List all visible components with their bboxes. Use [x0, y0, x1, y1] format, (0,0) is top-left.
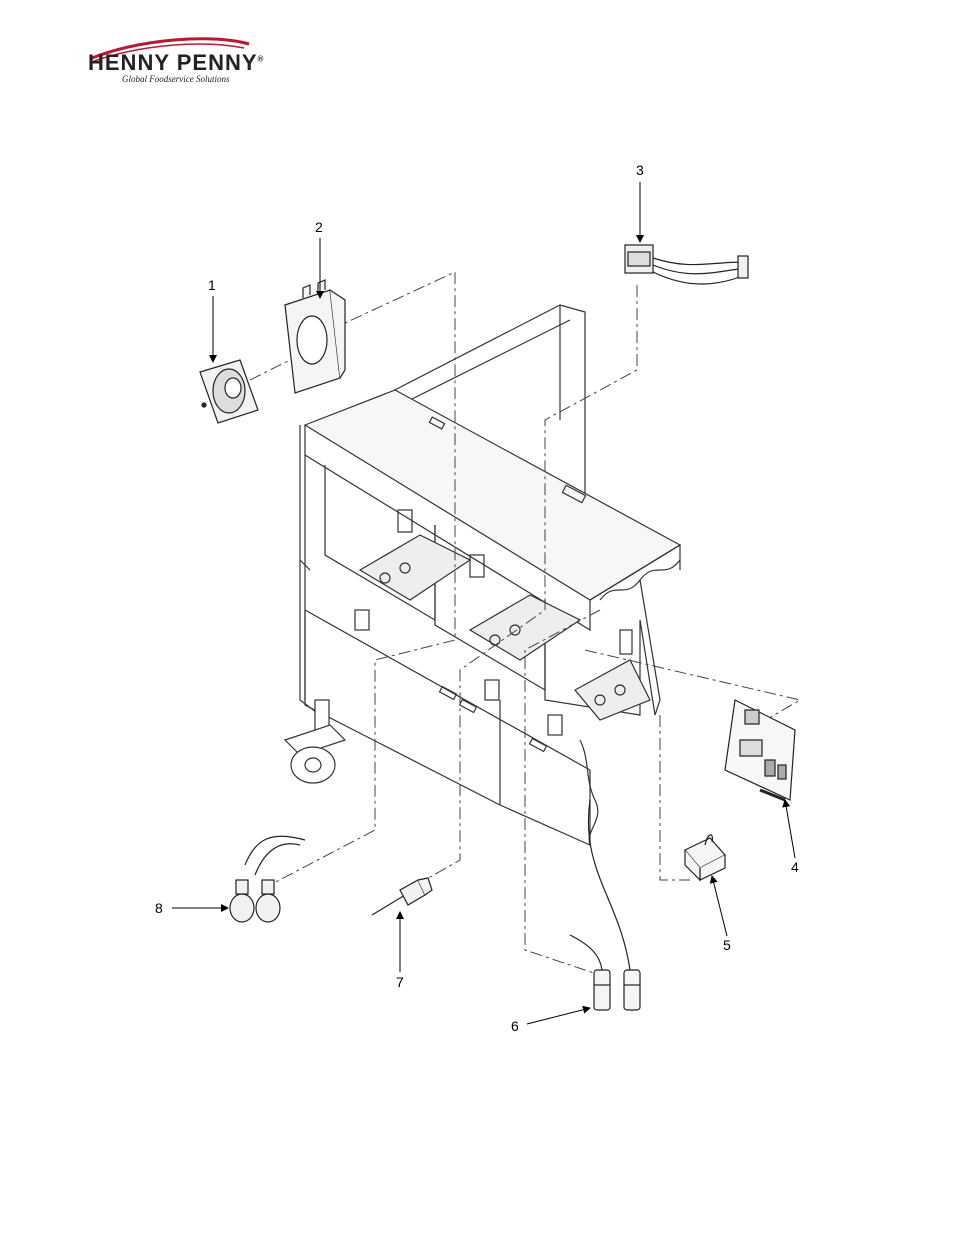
- callout-label-2: 2: [315, 219, 323, 235]
- callout-label-5: 5: [723, 937, 731, 953]
- callout-5: 5: [712, 876, 731, 953]
- temperature-probe-part: [372, 878, 432, 915]
- callout-label-1: 1: [208, 277, 216, 293]
- callout-6: 6: [511, 1008, 590, 1034]
- callout-7: 7: [396, 912, 404, 990]
- control-board-part: [725, 700, 795, 800]
- dual-sensor-part: [230, 836, 305, 922]
- callout-label-4: 4: [791, 859, 799, 875]
- speaker-part: [200, 360, 258, 423]
- relay-part: [685, 835, 725, 880]
- callout-label-6: 6: [511, 1018, 519, 1034]
- callout-label-7: 7: [396, 974, 404, 990]
- callout-8: 8: [155, 900, 228, 916]
- fryer-cabinet: [285, 305, 680, 845]
- callout-1: 1: [208, 277, 216, 362]
- callout-4: 4: [785, 800, 799, 875]
- fuses-part: [570, 800, 640, 1010]
- transformer-harness-part: [625, 245, 748, 284]
- callout-label-3: 3: [636, 162, 644, 178]
- callout-label-8: 8: [155, 900, 163, 916]
- speaker-bracket-part: [285, 280, 345, 393]
- callout-3: 3: [636, 162, 644, 242]
